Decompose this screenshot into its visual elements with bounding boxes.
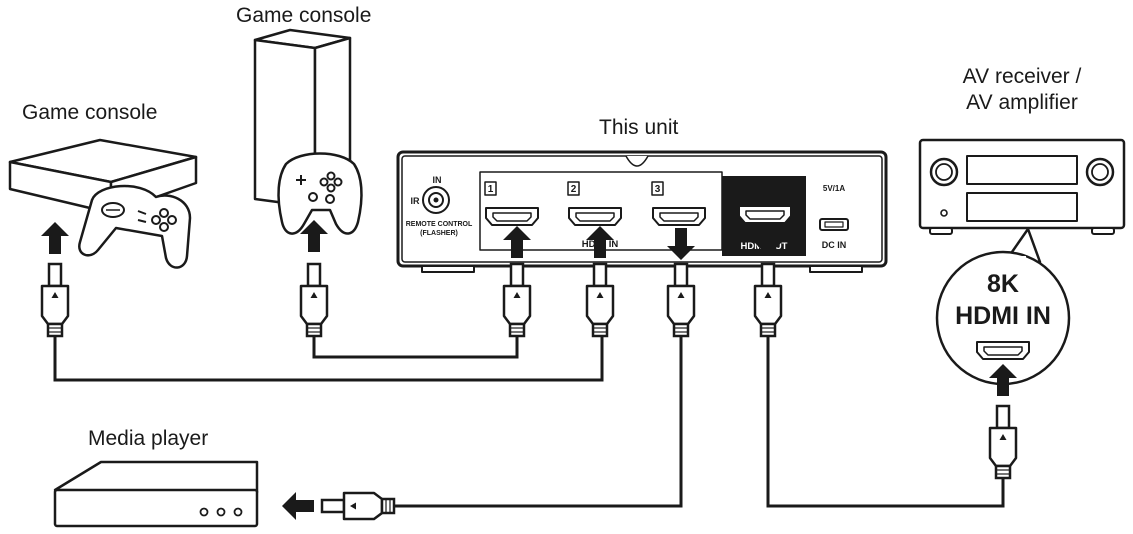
this-unit-device: [396, 150, 888, 273]
dc-in-label: DC IN: [822, 240, 847, 250]
this-unit-label: This unit: [599, 116, 679, 139]
media-player-label: Media player: [88, 427, 209, 450]
av-receiver-label-line2: AV amplifier: [966, 91, 1078, 114]
media-player-device: [53, 460, 259, 528]
hdmi-plug-icon: [502, 262, 532, 338]
power-rating-label: 5V/1A: [823, 184, 845, 193]
hdmi-plug-icon: [320, 491, 396, 521]
arrow-left-icon: [282, 492, 314, 520]
port-2-label: 2: [571, 184, 577, 195]
cable-media-player: [392, 334, 683, 508]
cables: [53, 334, 1005, 508]
flasher-label: (FLASHER): [420, 230, 458, 237]
hdmi-plug-icon: [753, 262, 783, 338]
game-console-left-device: [8, 138, 198, 269]
game-console-top-device: [253, 28, 363, 235]
hdmi-plug-icon: [40, 262, 70, 338]
hdmi-plug-icon: [299, 262, 329, 338]
game-console-top-label: Game console: [236, 4, 372, 27]
cable-av-receiver: [766, 334, 1005, 508]
callout-8k-label: 8K: [987, 270, 1019, 298]
hdmi-plug-icon: [666, 262, 696, 338]
cable-top-console: [312, 334, 519, 359]
av-receiver-device: [918, 138, 1126, 235]
ir-label: IR: [411, 196, 421, 206]
hdmi-plug-icon: [988, 404, 1018, 480]
remote-control-label: REMOTE CONTROL: [406, 221, 473, 228]
hdmi-plug-icon: [585, 262, 615, 338]
cable-left-console: [53, 334, 604, 382]
in-label: IN: [433, 175, 442, 185]
callout-hdmi-in-label: HDMI IN: [955, 302, 1051, 330]
arrow-up-icon: [41, 222, 69, 254]
hdmi-in-callout: [935, 227, 1071, 386]
port-1-label: 1: [488, 184, 494, 195]
game-console-left-label: Game console: [22, 101, 158, 124]
port-3-label: 3: [655, 184, 661, 195]
av-receiver-label-line1: AV receiver /: [962, 65, 1082, 88]
